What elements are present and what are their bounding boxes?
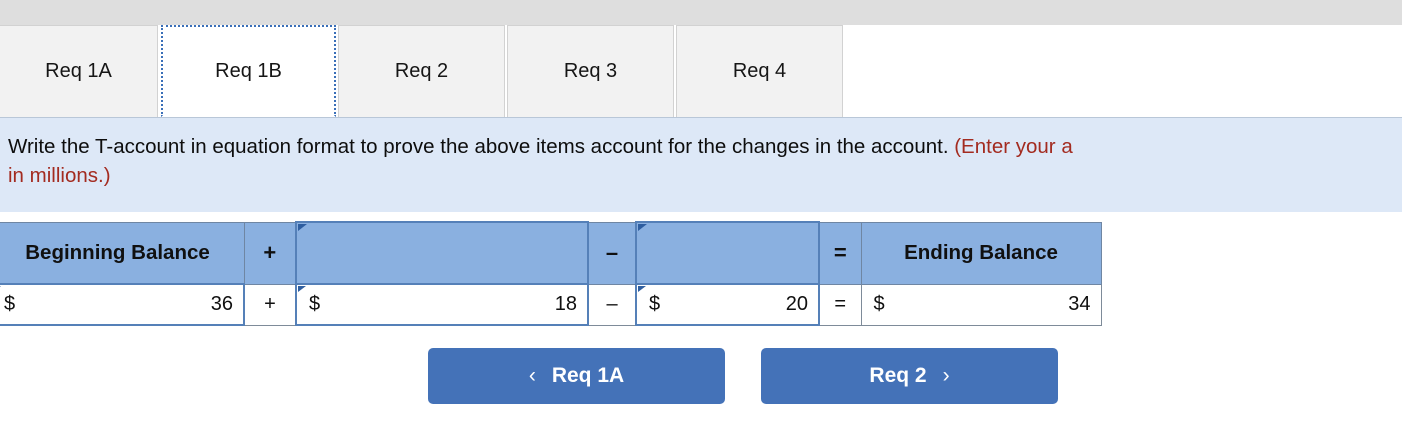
next-requirement-label: Req 2	[869, 364, 927, 387]
instructions-banner: Write the T-account in equation format t…	[0, 118, 1402, 212]
header-subtract-item-dropdown[interactable]	[635, 221, 820, 285]
tab-req-2[interactable]: Req 2	[338, 25, 505, 117]
subtract-amount-value: 20	[785, 293, 808, 315]
equation-table-wrap: Beginning Balance + – = Ending Balance $…	[0, 212, 1402, 326]
dropdown-triangle-icon	[298, 286, 306, 298]
header-equals-operator: =	[818, 221, 862, 285]
tab-req-4[interactable]: Req 4	[676, 25, 843, 117]
chevron-left-icon: ‹	[528, 364, 536, 387]
cell-ending-balance-input[interactable]: $ 34	[860, 283, 1102, 326]
table-header-row: Beginning Balance + – = Ending Balance	[0, 221, 1102, 285]
instructions-line-2: in millions.)	[8, 164, 111, 188]
tab-label: Req 1B	[215, 59, 282, 82]
cell-add-amount-input[interactable]: $ 18	[295, 283, 589, 326]
currency-symbol: $	[873, 293, 885, 315]
tab-req-1b[interactable]: Req 1B	[161, 25, 336, 117]
requirement-navigation: ‹ Req 1A Req 2 ›	[0, 348, 1402, 404]
tab-label: Req 1A	[45, 60, 112, 82]
cell-beginning-balance-input[interactable]: $ 36	[0, 283, 245, 326]
prev-requirement-label: Req 1A	[551, 364, 625, 387]
header-beginning-balance: Beginning Balance	[0, 221, 245, 285]
dropdown-triangle-icon	[298, 224, 307, 238]
header-add-item-dropdown[interactable]	[295, 221, 589, 285]
dropdown-triangle-icon	[638, 286, 646, 298]
next-requirement-button[interactable]: Req 2 ›	[761, 348, 1058, 404]
tab-label: Req 4	[732, 60, 787, 82]
currency-symbol: $	[309, 293, 321, 315]
currency-symbol: $	[4, 293, 16, 315]
dropdown-triangle-icon	[0, 286, 1, 298]
tab-label: Req 2	[394, 60, 449, 82]
ending-balance-value: 34	[1068, 293, 1091, 315]
header-minus-operator: –	[587, 221, 637, 285]
add-amount-value: 18	[554, 293, 577, 315]
tab-req-1a[interactable]: Req 1A	[0, 25, 158, 117]
header-ending-balance: Ending Balance	[860, 221, 1102, 285]
header-plus-operator: +	[243, 221, 297, 285]
cell-plus-operator: +	[243, 283, 297, 326]
cell-minus-operator: –	[587, 283, 637, 326]
chevron-right-icon: ›	[942, 364, 950, 387]
instructions-hint-partial: (Enter your a	[954, 135, 1073, 158]
dropdown-triangle-icon	[638, 224, 647, 238]
cell-subtract-amount-input[interactable]: $ 20	[635, 283, 820, 326]
table-data-row: $ 36 + $ 18 – $ 20 =	[0, 283, 1102, 326]
requirement-tab-bar: Req 1A Req 1B Req 2 Req 3 Req 4	[0, 25, 1402, 118]
prev-requirement-button[interactable]: ‹ Req 1A	[428, 348, 725, 404]
tf-equation-table: Beginning Balance + – = Ending Balance $…	[0, 221, 1102, 326]
cell-equals-operator: =	[818, 283, 862, 326]
tab-label: Req 3	[563, 60, 618, 82]
top-toolbar-strip	[0, 0, 1402, 25]
instructions-text: Write the T-account in equation format t…	[8, 135, 949, 158]
currency-symbol: $	[649, 293, 661, 315]
tab-bar-filler	[845, 25, 1402, 117]
tab-req-3[interactable]: Req 3	[507, 25, 674, 117]
beginning-balance-value: 36	[210, 293, 233, 315]
instructions-line-1: Write the T-account in equation format t…	[8, 132, 1402, 161]
